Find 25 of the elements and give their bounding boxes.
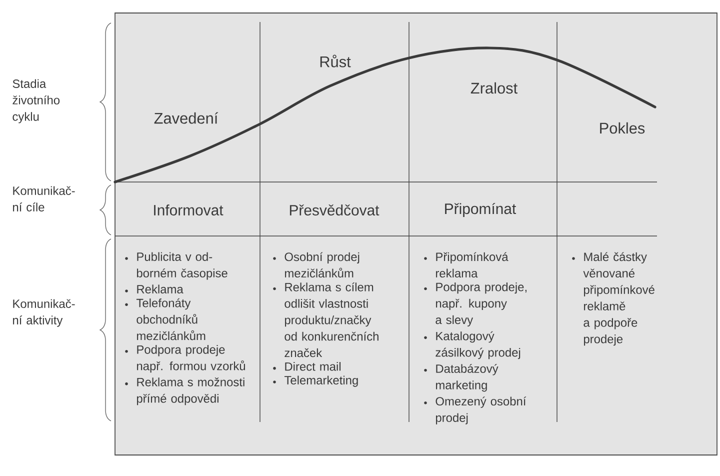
stage-label: Růst [320, 54, 351, 68]
activity-item: Telefonáty obchodníků mezičlánkům [136, 298, 206, 340]
stage-label: Pokles [600, 122, 645, 134]
activity-item: Katalogový zásilkový prodej [436, 331, 520, 360]
activity-item: Omezený osobní prodej [436, 396, 526, 424]
goal-label: Připomínat [445, 202, 516, 218]
goal-label: Informovat [154, 204, 224, 216]
activity-item: Telemarketing [284, 376, 358, 387]
stage-label: Zavedení [154, 112, 218, 124]
activity-item: Malé částky věnované připomínkové reklamě a podpoře prodeje [583, 252, 654, 346]
row-label: Stadia životního cyklu [12, 79, 60, 124]
row-label: Komunikač- ní cíle [13, 186, 75, 212]
activity-item: Databázový marketing [436, 364, 498, 392]
row-label: Komunikač- ní aktivity [13, 299, 75, 327]
activity-item: Osobní prodej mezičlánkům [284, 252, 360, 278]
activity-item: Reklama s cílem odlišit vlastnosti produktu/značky od konkurenčních značek [284, 282, 378, 358]
activity-item: Reklama [137, 284, 184, 294]
activity-item: Publicita v od- borném časopise [136, 252, 228, 280]
stage-label: Zralost [470, 82, 518, 94]
activity-item: Připomínková reklama [436, 252, 508, 278]
activity-item: Podpora prodeje, např. kupony a slevy [436, 282, 526, 326]
activity-item: Reklama s možnosti přímé odpovědi [136, 378, 244, 406]
activity-item: Podpora prodeje např. formou vzorků [137, 345, 246, 373]
activity-item: Direct mail [285, 362, 341, 371]
goal-label: Přesvědčovat [290, 204, 380, 216]
